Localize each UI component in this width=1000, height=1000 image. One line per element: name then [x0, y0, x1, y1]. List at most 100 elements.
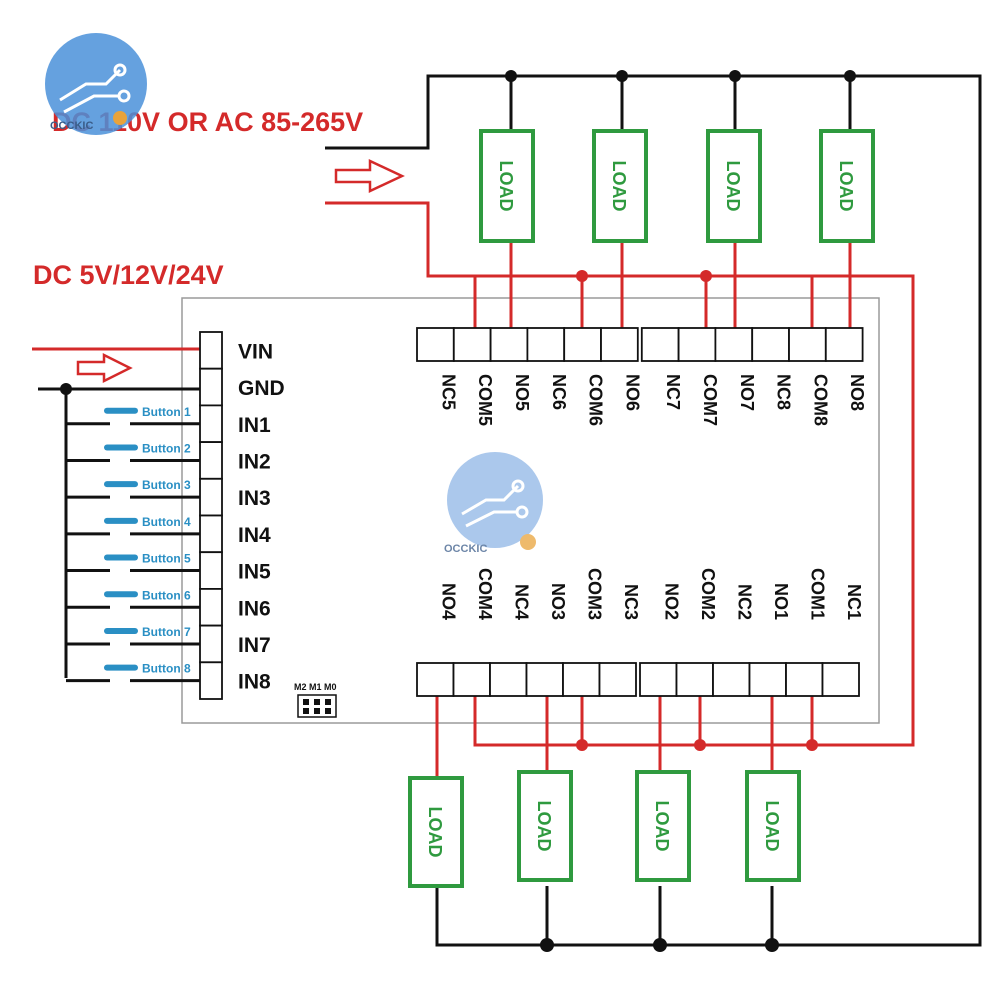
load-label: LOAD — [836, 161, 856, 212]
input-terminal-in5 — [199, 551, 223, 590]
input-terminal-in2 — [199, 441, 223, 480]
top-terminal-no8 — [824, 327, 864, 362]
bottom-label-nc3: NC3 — [621, 584, 641, 620]
top-terminal-com8 — [788, 327, 827, 362]
input-terminal-in1 — [199, 404, 223, 443]
bottom-label-com3: COM3 — [584, 568, 604, 620]
button-label: Button 2 — [142, 441, 191, 455]
input-terminal-in8 — [199, 661, 223, 700]
gnd-junction — [60, 383, 72, 395]
load-4: LOAD — [819, 129, 875, 243]
pin-label-in5: IN5 — [238, 561, 271, 584]
top-terminal-com5 — [452, 327, 492, 362]
load-label: LOAD — [425, 807, 445, 858]
button-label: Button 7 — [142, 625, 191, 639]
button-label: Button 8 — [142, 662, 191, 676]
top-label-no8: NO8 — [847, 374, 867, 411]
ac-input-arrow — [334, 159, 405, 193]
ac-neutral-wire — [325, 74, 982, 947]
top-terminal-nc8 — [751, 327, 790, 362]
ac-neutral-junctions — [505, 70, 856, 952]
bottom-label-com2: COM2 — [698, 568, 718, 620]
load-label: LOAD — [652, 801, 672, 852]
top-terminal-com7 — [677, 327, 717, 362]
button-3: Button 3 — [66, 478, 200, 499]
pin-label-gnd: GND — [238, 377, 285, 400]
load-6: LOAD — [517, 770, 573, 882]
bottom-label-com4: COM4 — [475, 568, 495, 620]
dc-input-arrow — [76, 352, 133, 384]
brand-logo-top: OCCKIC — [45, 33, 147, 135]
top-terminal-nc5 — [416, 327, 455, 362]
pin-label-in6: IN6 — [238, 597, 271, 620]
bottom-terminal-com3 — [562, 662, 601, 697]
mode-jumper: M2 M1 M0 — [294, 682, 337, 718]
load-8: LOAD — [745, 770, 801, 882]
bottom-terminal-nc3 — [598, 662, 637, 697]
input-terminal-in6 — [199, 588, 223, 627]
top-terminal-com6 — [563, 327, 602, 362]
bottom-terminal-nc4 — [489, 662, 528, 697]
bottom-terminal-com1 — [785, 662, 824, 697]
svg-text:M2 M1 M0: M2 M1 M0 — [294, 682, 337, 692]
pin-label-in4: IN4 — [238, 524, 271, 547]
load-label: LOAD — [609, 161, 629, 212]
pin-label-in3: IN3 — [238, 487, 271, 510]
input-terminal-in7 — [199, 624, 223, 664]
load-7: LOAD — [635, 770, 691, 882]
top-label-com5: COM5 — [475, 374, 495, 426]
bottom-terminal-no4 — [416, 662, 455, 697]
button-label: Button 1 — [142, 405, 191, 419]
top-label-com6: COM6 — [586, 374, 606, 426]
top-label-nc7: NC7 — [663, 374, 683, 410]
button-label: Button 3 — [142, 478, 191, 492]
input-terminal-vin — [199, 331, 223, 370]
bottom-terminal-nc2 — [712, 662, 751, 697]
button-7: Button 7 — [66, 625, 200, 646]
top-label-nc5: NC5 — [438, 374, 458, 410]
pin-label-vin: VIN — [238, 340, 273, 363]
button-6: Button 6 — [66, 588, 200, 609]
loads: LOAD LOAD LOAD LOAD LOAD LOAD LOAD LOAD — [408, 129, 875, 888]
pin-label-in1: IN1 — [238, 414, 271, 437]
load-label: LOAD — [723, 161, 743, 212]
load-label: LOAD — [496, 161, 516, 212]
load-2: LOAD — [592, 129, 648, 243]
top-label-no7: NO7 — [737, 374, 757, 411]
button-label: Button 5 — [142, 552, 191, 566]
bottom-label-no3: NO3 — [548, 583, 568, 620]
ac-live-junctions — [576, 270, 818, 751]
top-terminal-no5 — [489, 327, 529, 362]
brand-logo-center: OCCKIC — [444, 452, 543, 555]
input-terminal-in4 — [199, 514, 223, 554]
top-label-nc6: NC6 — [549, 374, 569, 410]
button-4: Button 4 — [66, 515, 200, 536]
bottom-terminal-nc1 — [821, 662, 860, 697]
top-label-com8: COM8 — [810, 374, 830, 426]
button-label: Button 6 — [142, 588, 191, 602]
pin-label-in2: IN2 — [238, 450, 271, 473]
input-terminal-gnd — [199, 367, 223, 407]
load-label: LOAD — [762, 801, 782, 852]
bottom-label-no1: NO1 — [771, 583, 791, 620]
load-5: LOAD — [408, 776, 464, 888]
pin-label-in8: IN8 — [238, 671, 271, 694]
top-terminal-nc7 — [640, 327, 680, 362]
bottom-label-nc4: NC4 — [511, 584, 531, 620]
input-terminal-in3 — [199, 477, 223, 517]
bottom-terminal-com2 — [675, 662, 714, 697]
load-label: LOAD — [534, 801, 554, 852]
bottom-terminal-com4 — [452, 662, 491, 697]
bottom-label-nc1: NC1 — [844, 584, 864, 620]
top-terminal-no6 — [600, 327, 639, 362]
top-label-no6: NO6 — [622, 374, 642, 411]
bottom-terminal-no1 — [748, 662, 787, 697]
svg-text:OCCKIC: OCCKIC — [50, 120, 93, 132]
top-label-no5: NO5 — [512, 374, 532, 411]
button-1: Button 1 — [66, 405, 200, 426]
bottom-terminal-no3 — [525, 662, 564, 697]
